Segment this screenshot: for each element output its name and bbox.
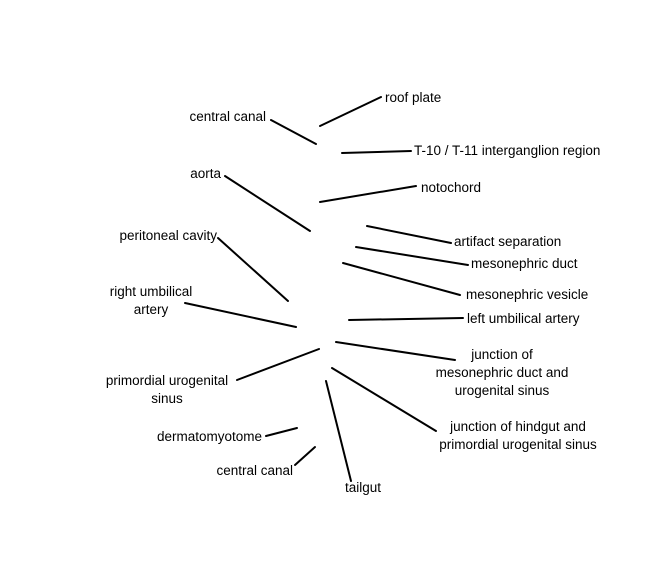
label-junction-meso-line3: urogenital sinus	[454, 383, 550, 398]
leader-meso-vesicle	[342, 262, 461, 296]
label-prim-uro-line2: sinus	[151, 391, 183, 406]
label-primordial-urogenital-sinus: primordial urogenital sinus	[106, 372, 228, 408]
leader-notochord	[319, 185, 417, 203]
label-junction-mesonephric: junction of mesonephric duct and urogeni…	[436, 346, 569, 400]
label-peritoneal: peritoneal cavity	[119, 228, 217, 243]
leader-intergang	[341, 150, 412, 154]
label-junction-hind-line2: primordial urogenital sinus	[439, 437, 597, 452]
label-junction-meso-line2: mesonephric duct and	[435, 365, 569, 380]
label-right-umb-line2: artery	[133, 302, 169, 317]
label-junction-hindgut: junction of hindgut and primordial uroge…	[439, 418, 597, 454]
label-artifact: artifact separation	[454, 234, 562, 249]
leader-right-umb	[184, 302, 297, 328]
label-tailgut: tailgut	[345, 480, 382, 495]
label-right-umb-line1: right umbilical	[109, 284, 193, 299]
leader-meso-duct	[355, 246, 469, 266]
label-central-canal-bottom: central canal	[216, 463, 293, 478]
leader-junction-meso	[335, 341, 456, 361]
label-right-umbilical-artery: right umbilical artery	[110, 283, 193, 319]
leader-tailgut	[325, 380, 352, 482]
leader-central-canal-top	[270, 119, 317, 145]
label-meso-vesicle: mesonephric vesicle	[466, 287, 589, 302]
label-junction-hind-line1: junction of hindgut and	[450, 419, 586, 434]
label-central-canal-top: central canal	[189, 109, 266, 124]
leader-left-umb	[348, 317, 464, 321]
leader-dermato	[265, 427, 298, 437]
leader-roof-plate	[319, 96, 382, 127]
label-left-umbilical-artery: left umbilical artery	[467, 311, 580, 326]
leader-central-canal-bottom	[294, 446, 316, 466]
label-roof-plate: roof plate	[385, 90, 442, 105]
label-junction-meso-line1: junction of	[471, 347, 533, 362]
leader-peritoneal	[217, 237, 289, 302]
label-dermatomyotome: dermatomyotome	[156, 429, 262, 444]
leader-aorta	[224, 175, 311, 232]
leader-junction-hind	[331, 367, 437, 432]
label-notochord: notochord	[421, 180, 482, 195]
label-prim-uro-line1: primordial urogenital	[105, 373, 229, 388]
label-aorta: aorta	[190, 166, 221, 181]
label-intergang: T-10 / T-11 interganglion region	[414, 143, 601, 158]
label-meso-duct: mesonephric duct	[471, 256, 578, 271]
leader-artifact	[366, 225, 452, 244]
leader-prim-uro	[236, 348, 320, 381]
